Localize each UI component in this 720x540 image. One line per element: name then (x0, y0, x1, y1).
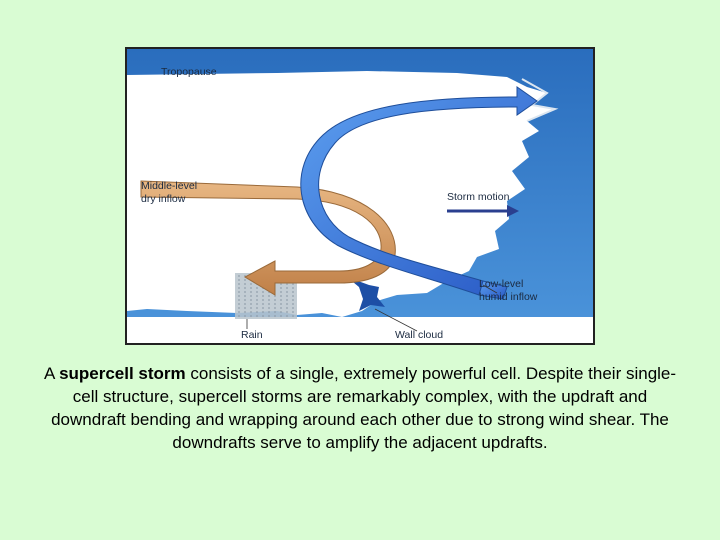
label-tropopause: Tropopause (161, 66, 217, 78)
supercell-diagram: Tropopause Middle-level dry inflow Storm… (125, 47, 595, 345)
label-storm-motion: Storm motion (447, 191, 510, 203)
label-middle-level-2: dry inflow (141, 193, 186, 205)
label-rain: Rain (241, 329, 263, 341)
caption: A supercell storm consists of a single, … (40, 362, 680, 454)
updraft-arrow (300, 86, 538, 296)
label-middle-level-1: Middle-level (141, 180, 197, 192)
storm-motion-arrow (447, 205, 519, 217)
caption-term: supercell storm (59, 364, 186, 383)
humid-inflow-tail (478, 280, 508, 300)
diagram-canvas: Tropopause Middle-level dry inflow Storm… (127, 49, 593, 343)
dry-inflow-arrow (140, 180, 396, 296)
wall-cloud-leader (374, 308, 418, 332)
caption-lead: A (43, 364, 60, 383)
humid-inflow-leader (482, 284, 498, 294)
label-low-level-1: Low-level (479, 278, 523, 290)
label-low-level-2: humid inflow (479, 291, 538, 303)
label-wall-cloud: Wall cloud (395, 329, 443, 341)
ground (127, 317, 593, 343)
wall-cloud (347, 277, 385, 311)
caption-body: consists of a single, extremely powerful… (51, 364, 677, 452)
